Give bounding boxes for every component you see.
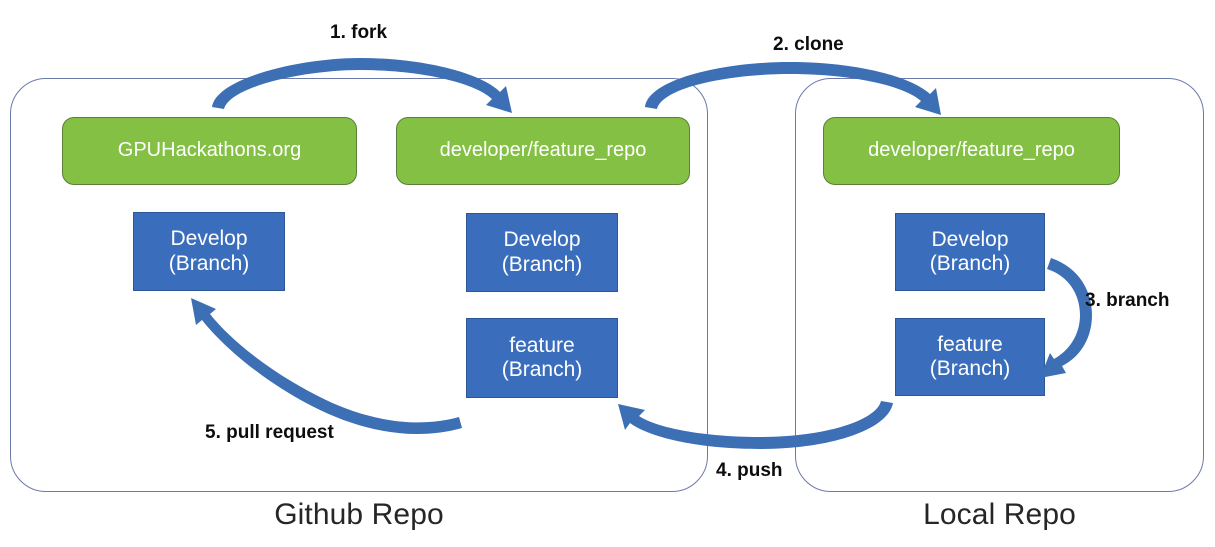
branch-box-local-develop-text: Develop(Branch) — [929, 227, 1011, 275]
step-label-pull-request: 5. pull request — [205, 422, 334, 443]
branch-box-fork-feature-text: feature(Branch) — [501, 333, 583, 381]
repo-box-local-clone[interactable]: developer/feature_repo — [823, 117, 1120, 185]
branch-box-local-feature-text: feature(Branch) — [929, 332, 1011, 380]
step-label-branch: 3. branch — [1085, 290, 1170, 311]
branch-box-fork-feature[interactable]: feature(Branch) — [466, 318, 618, 398]
local-repo-caption: Local Repo — [923, 498, 1076, 531]
branch-box-local-feature[interactable]: feature(Branch) — [895, 318, 1045, 396]
repo-box-github-fork-label: developer/feature_repo — [439, 139, 647, 162]
branch-box-upstream-develop-text: Develop(Branch) — [168, 227, 250, 275]
branch-box-fork-develop[interactable]: Develop(Branch) — [466, 213, 618, 292]
step-label-push: 4. push — [716, 460, 783, 481]
step-label-clone: 2. clone — [773, 34, 844, 55]
branch-box-local-develop[interactable]: Develop(Branch) — [895, 213, 1045, 291]
repo-box-github-fork[interactable]: developer/feature_repo — [396, 117, 690, 185]
branch-box-upstream-develop[interactable]: Develop(Branch) — [133, 212, 285, 291]
repo-box-gpuhackathons-label: GPUHackathons.org — [117, 139, 302, 162]
branch-box-fork-develop-text: Develop(Branch) — [501, 228, 583, 276]
repo-box-gpuhackathons[interactable]: GPUHackathons.org — [62, 117, 357, 185]
repo-box-local-clone-label: developer/feature_repo — [868, 139, 1075, 162]
github-repo-caption: Github Repo — [274, 498, 444, 531]
step-label-fork: 1. fork — [330, 22, 388, 43]
local-repo-container — [795, 78, 1204, 492]
